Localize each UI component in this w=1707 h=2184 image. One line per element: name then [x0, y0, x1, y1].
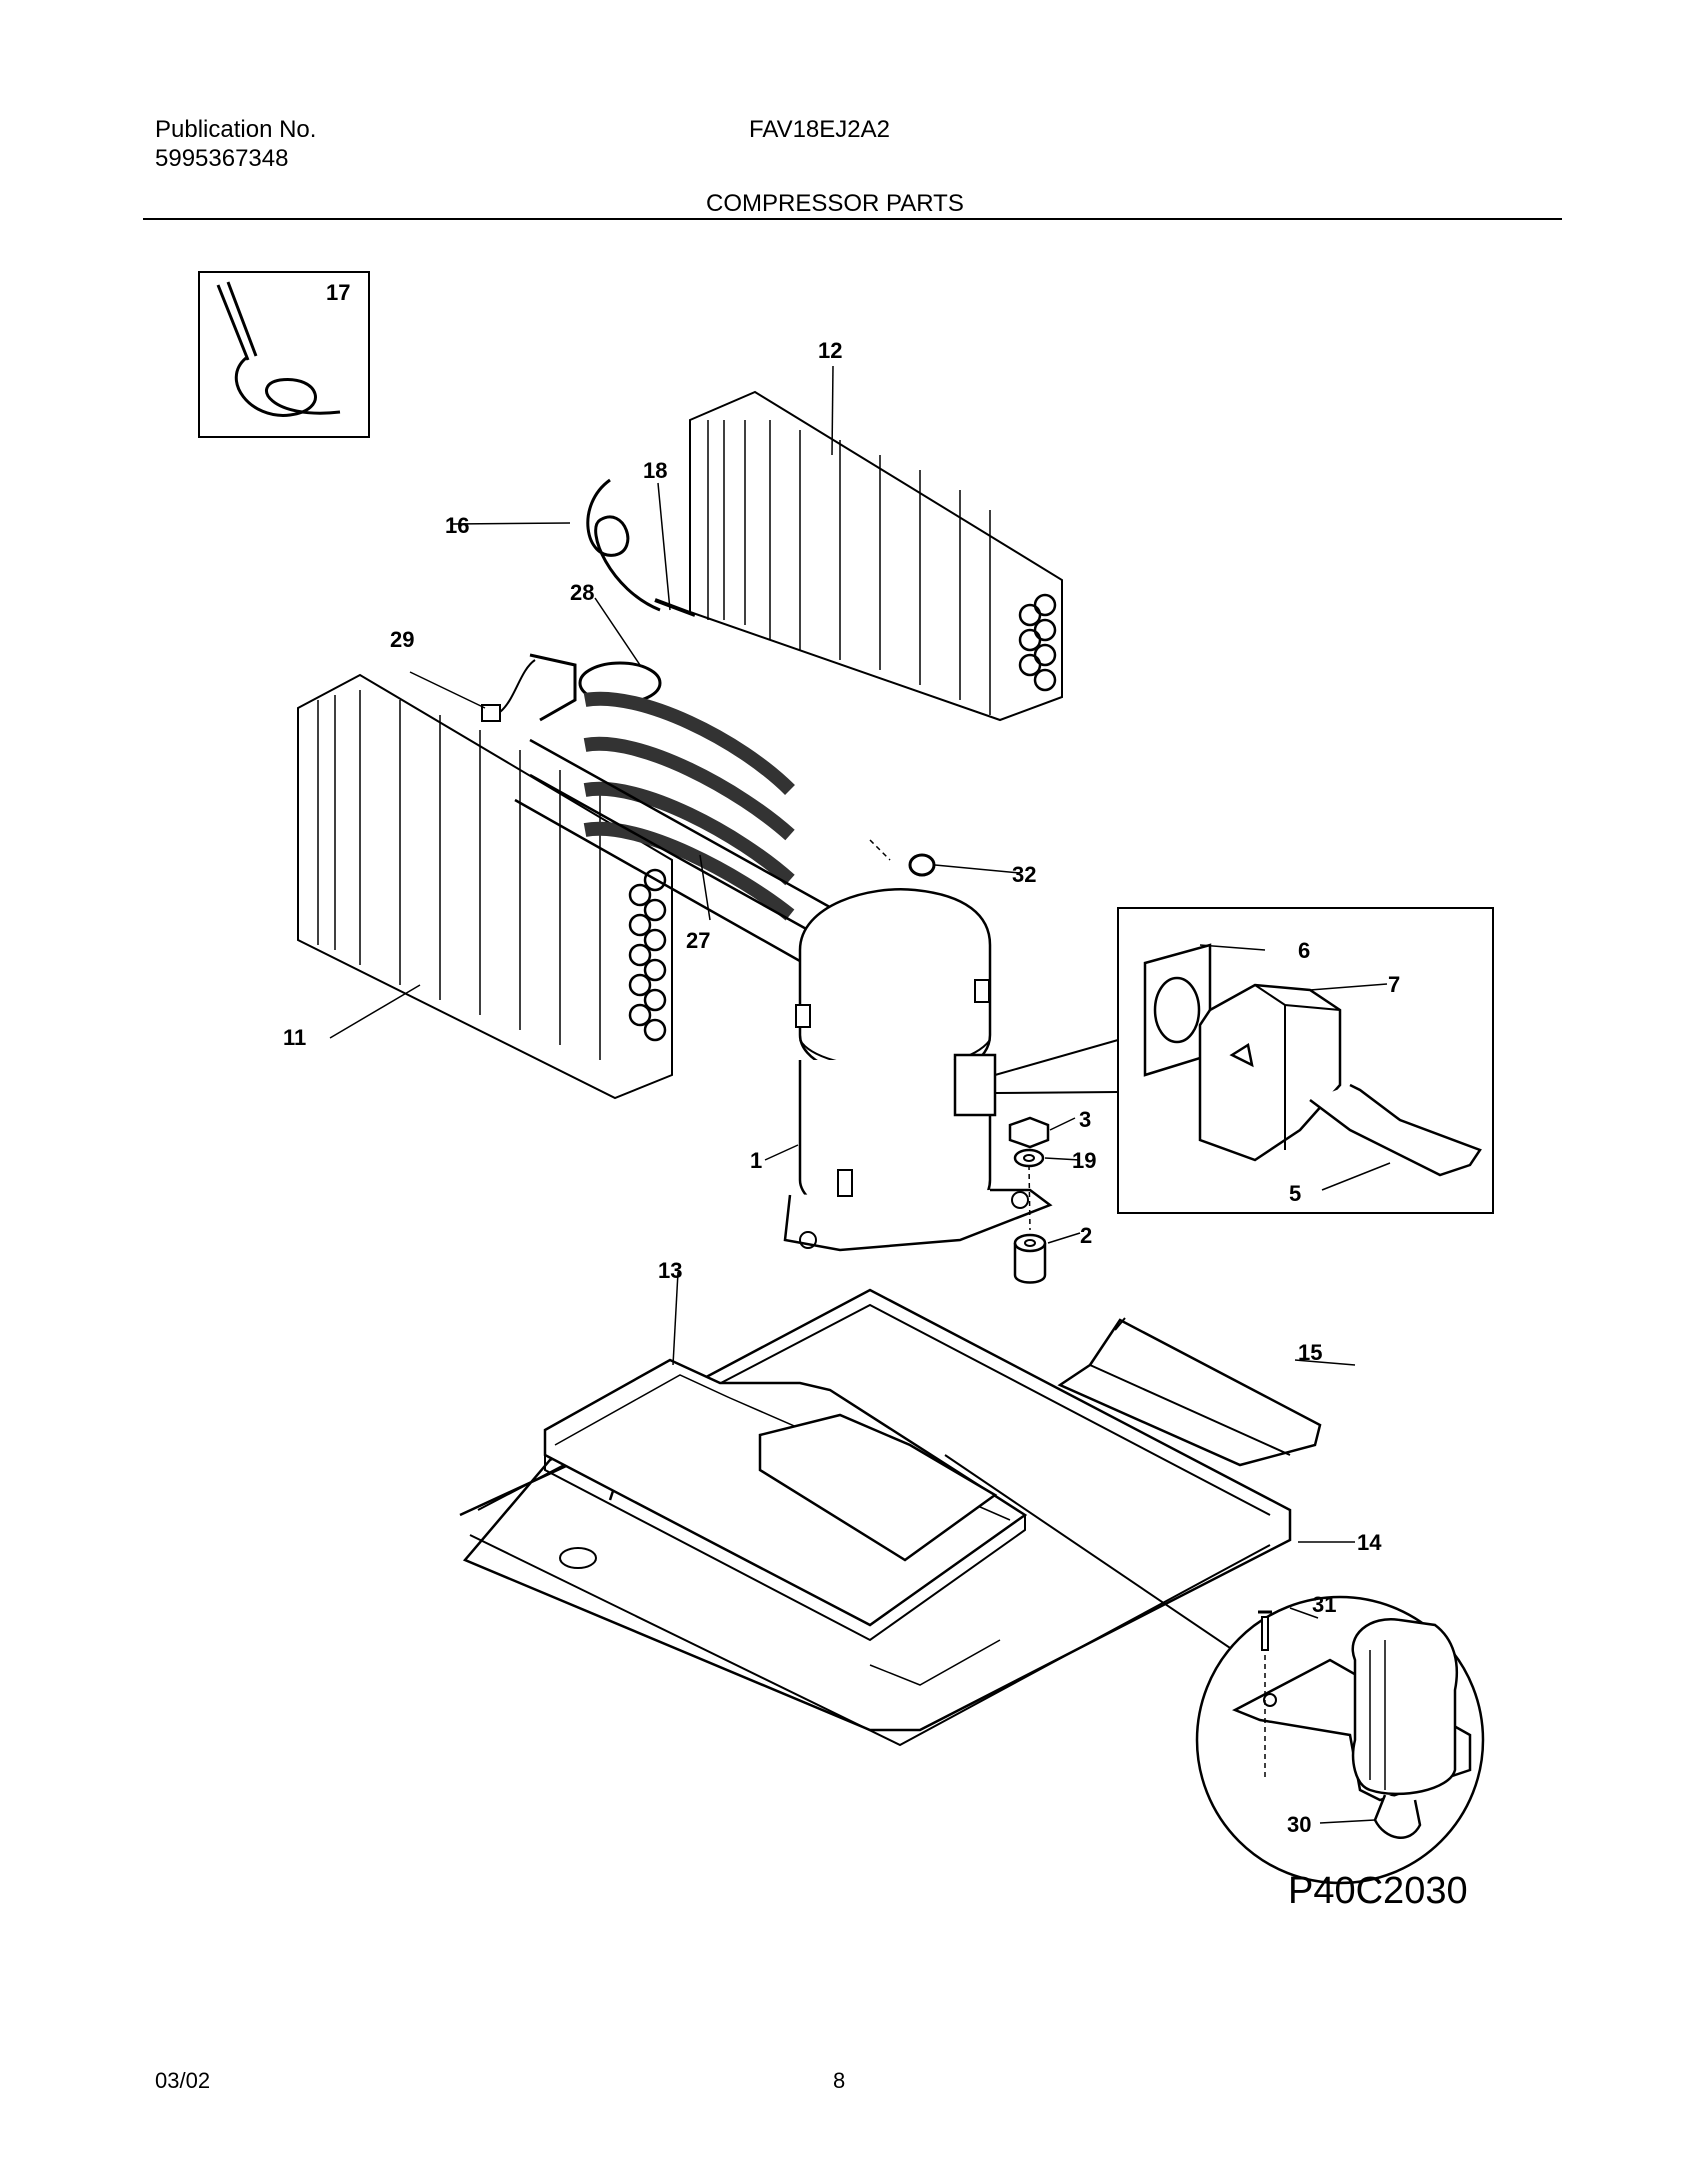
callout-15: 15	[1298, 1340, 1322, 1365]
callout-7: 7	[1388, 972, 1400, 997]
condenser-coil	[689, 390, 1063, 722]
pump-detail-inset	[944, 1454, 1485, 1885]
grommet	[908, 853, 936, 877]
diagram-code: P40C2030	[1288, 1870, 1468, 1912]
callout-19: 19	[1072, 1148, 1096, 1173]
callout-17: 17	[326, 280, 350, 305]
section-title: COMPRESSOR PARTS	[706, 190, 964, 217]
sensor-wire	[586, 478, 661, 612]
callout-12: 12	[818, 338, 842, 363]
callout-6: 6	[1298, 938, 1310, 963]
leader-lines	[329, 365, 1391, 1824]
coil-hairpins	[1018, 593, 1057, 692]
callout-30: 30	[1287, 1812, 1311, 1837]
callout-28: 28	[570, 580, 594, 605]
callout-11: 11	[283, 1025, 306, 1050]
callout-32: 32	[1012, 862, 1036, 887]
callout-13: 13	[658, 1258, 682, 1283]
compressor	[783, 888, 1053, 1252]
callout-1: 1	[750, 1148, 762, 1173]
bracket	[1057, 1317, 1322, 1467]
callout-31: 31	[1312, 1592, 1336, 1617]
capillary-line	[654, 598, 696, 617]
publication-label: Publication No.	[155, 116, 317, 143]
inset-capillary-tube	[198, 271, 370, 438]
callout-labels: 17 12 18 16 28 29 32 27 11 6 7 3 19 1 5 …	[283, 280, 1400, 1837]
callout-2: 2	[1080, 1223, 1092, 1248]
footer-date: 03/02	[155, 2068, 211, 2093]
callout-5: 5	[1289, 1181, 1301, 1206]
callout-14: 14	[1357, 1530, 1382, 1555]
terminal-cover-inset	[994, 907, 1494, 1214]
callout-29: 29	[390, 627, 414, 652]
evaporator-coil	[297, 673, 673, 1100]
callout-16: 16	[445, 513, 469, 538]
callout-3: 3	[1079, 1107, 1091, 1132]
callout-18: 18	[643, 458, 667, 483]
publication-number: 5995367348	[155, 145, 289, 172]
mounting-hardware	[1008, 1116, 1050, 1284]
callout-27: 27	[686, 928, 710, 953]
header-rule	[143, 218, 1562, 220]
drain-tray	[543, 1358, 1028, 1642]
page-number: 8	[833, 2068, 846, 2093]
model-number: FAV18EJ2A2	[749, 116, 890, 143]
